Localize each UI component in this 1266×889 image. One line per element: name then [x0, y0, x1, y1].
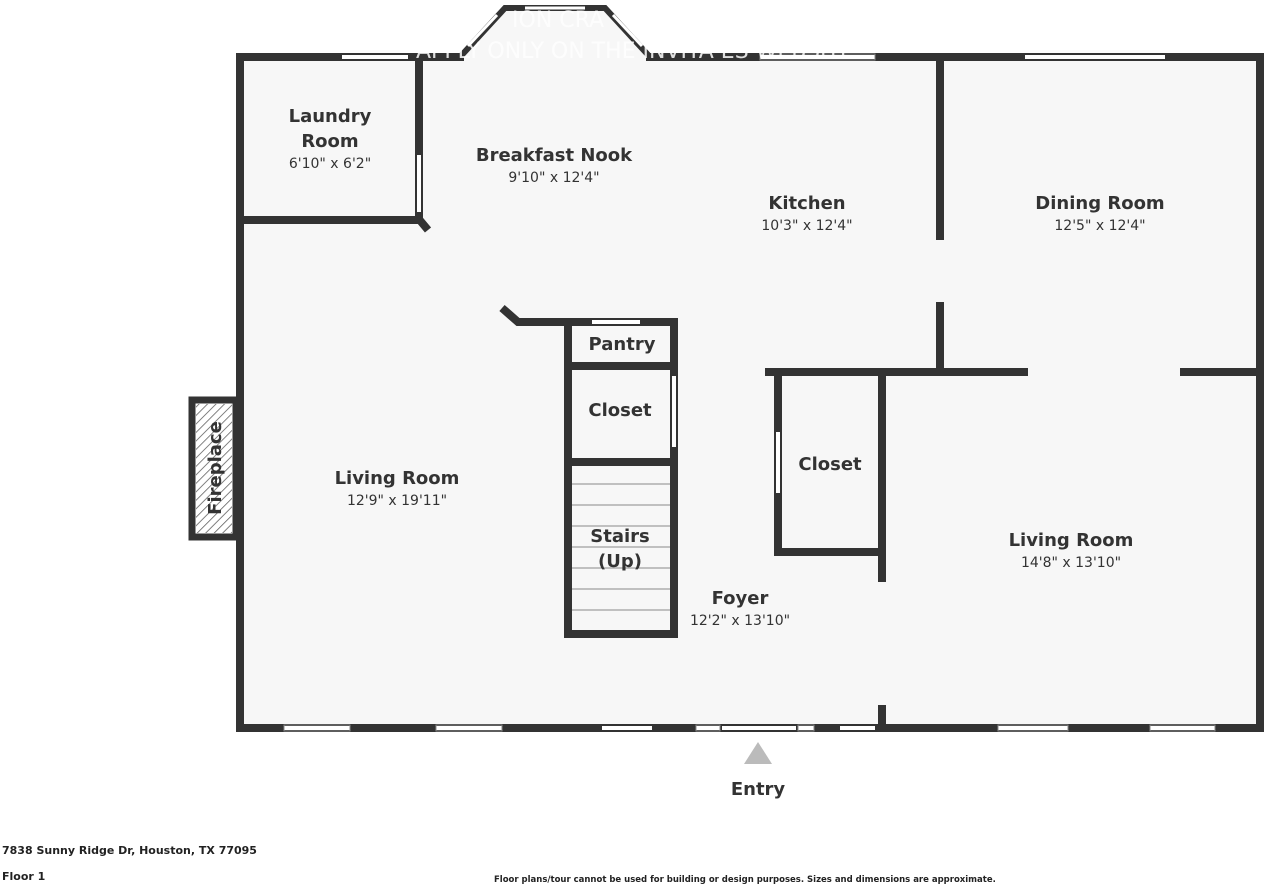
foyer-label: Foyer [712, 588, 769, 609]
window-frames [283, 53, 1216, 732]
entry-arrow-icon [744, 742, 772, 764]
living-room-right-dims: 14'8" x 13'10" [1021, 555, 1121, 571]
floor-area [240, 8, 1260, 728]
fireplace-label: Fireplace [205, 421, 226, 515]
bay-window [457, 5, 653, 60]
fireplace [188, 396, 240, 541]
living-room-right-label: Living Room [1009, 530, 1134, 551]
watermark-line2: APPLY ONLY ON THE INVITA ES WEBSITE [416, 39, 854, 64]
interior-openings [417, 155, 780, 493]
stairs-label-2: (Up) [598, 551, 642, 572]
disclaimer-text: Floor plans/tour cannot be used for buil… [494, 875, 996, 885]
closet-left-label: Closet [588, 400, 652, 421]
property-address: 7838 Sunny Ridge Dr, Houston, TX 77095 [2, 844, 257, 857]
watermark-line1: ION CRA [512, 8, 604, 33]
closet-right-label: Closet [798, 454, 862, 475]
dining-room-label: Dining Room [1035, 193, 1164, 214]
floor-label: Floor 1 [2, 870, 46, 883]
kitchen-label: Kitchen [768, 193, 845, 214]
breakfast-nook-dims: 9'10" x 12'4" [508, 170, 599, 186]
kitchen-dims: 10'3" x 12'4" [761, 218, 852, 234]
stairs-treads [572, 483, 670, 611]
living-room-left-dims: 12'9" x 19'11" [347, 493, 447, 509]
breakfast-nook-label: Breakfast Nook [476, 145, 633, 166]
laundry-room-dims: 6'10" x 6'2" [289, 156, 371, 172]
stairs-label-1: Stairs [590, 526, 649, 547]
living-room-left-label: Living Room [335, 468, 460, 489]
exterior-windows [284, 55, 1215, 730]
dining-room-dims: 12'5" x 12'4" [1054, 218, 1145, 234]
entry-label: Entry [731, 779, 786, 800]
laundry-room-label-1: Laundry [289, 106, 372, 127]
pantry-label: Pantry [589, 334, 656, 355]
foyer-dims: 12'2" x 13'10" [690, 613, 790, 629]
laundry-room-label-2: Room [301, 131, 358, 152]
